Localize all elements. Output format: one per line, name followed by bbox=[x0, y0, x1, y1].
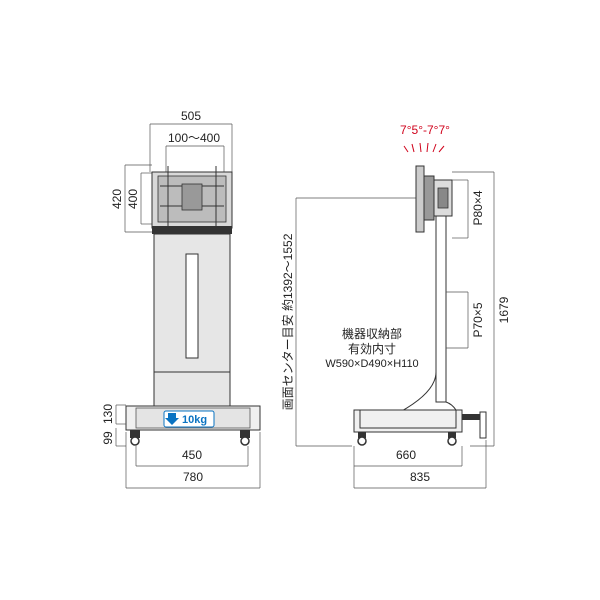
storage-sub: 有効内寸 bbox=[348, 341, 396, 356]
dim-vesa-width: 100～400 bbox=[168, 131, 220, 145]
dim-450: 450 bbox=[182, 448, 202, 462]
weight-badge bbox=[163, 410, 215, 428]
screen-center-label: 画面センター目安 約1392～1552 bbox=[280, 233, 295, 410]
dim-660: 660 bbox=[396, 448, 416, 462]
down-arrow-icon bbox=[165, 413, 179, 425]
handle bbox=[479, 411, 487, 439]
caster-front bbox=[357, 436, 367, 446]
dim-835: 835 bbox=[410, 470, 430, 484]
display-panel bbox=[415, 165, 425, 233]
storage-leader bbox=[399, 371, 437, 413]
storage-title: 機器収納部 bbox=[342, 326, 402, 341]
dim-p80: P80×4 bbox=[471, 190, 485, 225]
bracket-bar bbox=[152, 226, 232, 234]
dim-99: 99 bbox=[101, 431, 115, 445]
dim-130: 130 bbox=[101, 404, 115, 424]
caster-rear bbox=[447, 436, 457, 446]
tilt-label: 7°5°-7°7° bbox=[400, 123, 450, 137]
base-side bbox=[353, 409, 463, 433]
dim-400: 400 bbox=[126, 189, 140, 209]
tilt-arc-icon bbox=[403, 142, 445, 153]
side-view: 7°5°-7°7° 画面センター目安 約1392～1552 P80×4 bbox=[280, 123, 511, 489]
cable-slot bbox=[185, 253, 199, 359]
dim-505: 505 bbox=[181, 109, 201, 123]
weight-label: 10kg bbox=[182, 414, 207, 426]
storage-dims: W590×D490×H110 bbox=[325, 358, 418, 370]
pole bbox=[435, 215, 447, 403]
dim-780: 780 bbox=[183, 470, 203, 484]
front-view: 505 100～400 420 400 bbox=[101, 109, 261, 489]
storage-box bbox=[153, 371, 231, 407]
dim-1679: 1679 bbox=[497, 296, 511, 323]
caster-left bbox=[130, 436, 140, 446]
caster-right bbox=[240, 436, 250, 446]
dim-420: 420 bbox=[110, 189, 124, 209]
dim-p70: P70×5 bbox=[471, 302, 485, 337]
